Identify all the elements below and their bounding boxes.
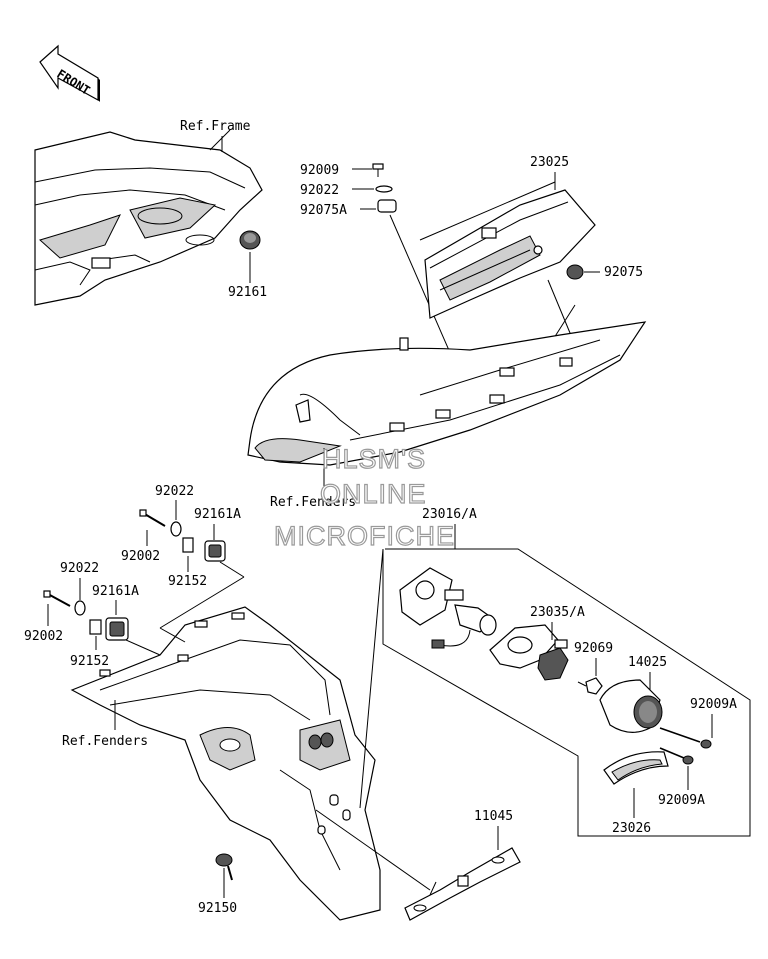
- light-housing-23025: [424, 189, 596, 319]
- label-92069: 92069: [574, 641, 613, 656]
- label-92152-b: 92152: [70, 654, 109, 669]
- label-92022-top: 92022: [300, 183, 339, 198]
- watermark-line-3: MICROFICHE: [274, 521, 455, 551]
- bulb-holder-23035: [489, 624, 569, 681]
- seat-cowl: [247, 321, 647, 466]
- socket-23016: [399, 567, 497, 649]
- label-ref-fenders-bottom: Ref.Fenders: [62, 734, 148, 749]
- label-23016A: 23016/A: [422, 507, 477, 522]
- label-92161A-b: 92161A: [92, 584, 139, 599]
- label-92009A-b: 92009A: [658, 793, 705, 808]
- label-ref-fenders-top: Ref.Fenders: [270, 495, 356, 510]
- label-92150: 92150: [198, 901, 237, 916]
- label-23025: 23025: [530, 155, 569, 170]
- license-bracket-11045: [404, 847, 521, 921]
- watermark-line-2: ONLINE: [320, 479, 427, 509]
- label-92009A-a: 92009A: [690, 697, 737, 712]
- label-92161: 92161: [228, 285, 267, 300]
- label-92075A: 92075A: [300, 203, 347, 218]
- label-23026: 23026: [612, 821, 651, 836]
- screw-92009A-b: [659, 747, 694, 765]
- front-arrow-icon: FRONT: [39, 44, 100, 102]
- label-14025: 14025: [628, 655, 667, 670]
- lens-14025: [599, 679, 663, 733]
- label-11045: 11045: [474, 809, 513, 824]
- label-92002-b: 92002: [24, 629, 63, 644]
- bolt-92002-a: [139, 509, 166, 527]
- label-92002-a: 92002: [121, 549, 160, 564]
- screw-92009: [372, 163, 384, 177]
- label-23035A: 23035/A: [530, 605, 585, 620]
- label-92009: 92009: [300, 163, 339, 178]
- label-92022-a: 92022: [155, 484, 194, 499]
- label-92075: 92075: [604, 265, 643, 280]
- bolt-92002-b: [43, 590, 71, 607]
- rear-fender: [70, 606, 381, 921]
- exploded-view-frame: [382, 548, 751, 837]
- label-92161A-a: 92161A: [194, 507, 241, 522]
- label-92022-b: 92022: [60, 561, 99, 576]
- watermark: HLSM'S ONLINE MICROFICHE: [273, 443, 455, 551]
- frame-assembly: [34, 129, 263, 306]
- label-92152-a: 92152: [168, 574, 207, 589]
- screw-92009A-a: [659, 727, 712, 749]
- bulb-92069: [577, 677, 603, 695]
- watermark-line-1: HLSM'S: [322, 444, 426, 474]
- screw-92150: [215, 853, 233, 881]
- label-ref-frame: Ref.Frame: [180, 119, 251, 134]
- reflector-23026: [603, 751, 669, 785]
